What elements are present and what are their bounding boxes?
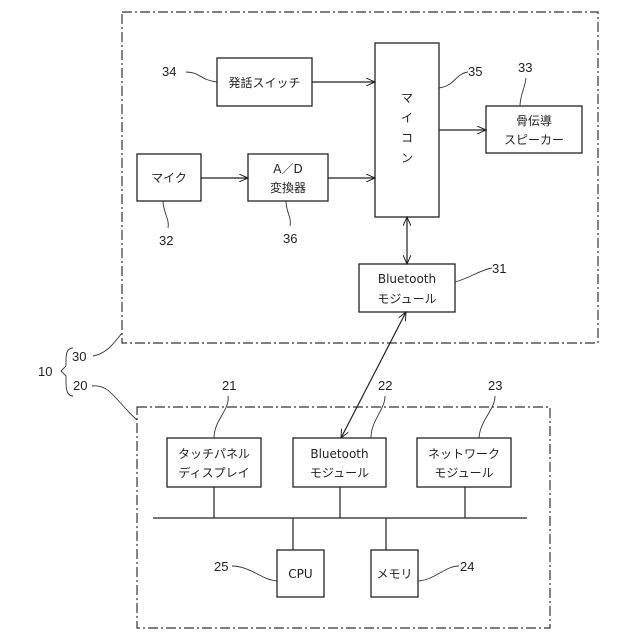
mcu-char: イ <box>401 111 413 125</box>
net-label-1: ネットワーク <box>428 447 500 461</box>
leader-lines <box>61 72 526 581</box>
bluetooth-module-22-block: Bluetooth モジュール <box>293 438 386 487</box>
speaker-label-1: 骨伝導 <box>516 114 552 128</box>
bt22-label-1: Bluetooth <box>310 447 368 461</box>
bt31-label-1: Bluetooth <box>378 272 436 286</box>
microcomputer-block: マ イ コ ン <box>375 43 439 217</box>
ad-converter-block: A／D 変換器 <box>248 154 328 201</box>
ref-33: 33 <box>518 60 532 75</box>
bluetooth-module-31-block: Bluetooth モジュール <box>359 264 455 312</box>
touch-label-2: ディスプレイ <box>178 465 249 480</box>
ref-24: 24 <box>460 559 474 574</box>
ref-36: 36 <box>283 231 297 246</box>
bt-link-arrow <box>341 312 406 438</box>
ref-31: 31 <box>492 261 506 276</box>
memory-label: メモリ <box>376 567 412 581</box>
talk-switch-label: 発話スイッチ <box>228 75 300 90</box>
mic-label: マイク <box>151 171 187 185</box>
ad-label-1: A／D <box>273 162 302 176</box>
touch-panel-block: タッチパネル ディスプレイ <box>167 438 261 487</box>
ref-35: 35 <box>468 64 482 79</box>
mic-block: マイク <box>137 154 201 201</box>
cpu-block: CPU <box>277 550 324 597</box>
ad-label-2: 変換器 <box>270 180 306 195</box>
mcu-char: ン <box>401 151 413 165</box>
ref-25: 25 <box>214 559 228 574</box>
bt22-label-2: モジュール <box>310 466 369 480</box>
bus-lines <box>153 487 527 550</box>
ref-32: 32 <box>159 233 173 248</box>
touch-label-1: タッチパネル <box>178 447 250 461</box>
bt31-label-2: モジュール <box>377 292 436 306</box>
ref-22: 22 <box>378 378 392 393</box>
ref-10: 10 <box>38 364 52 379</box>
network-module-block: ネットワーク モジュール <box>417 438 511 487</box>
bone-conduction-speaker-block: 骨伝導 スピーカー <box>486 106 582 153</box>
net-label-2: モジュール <box>434 466 493 480</box>
ref-20: 20 <box>73 378 87 393</box>
ref-23: 23 <box>488 378 502 393</box>
ref-34: 34 <box>162 64 176 79</box>
mcu-char: マ <box>401 91 413 105</box>
cpu-label: CPU <box>288 567 312 581</box>
speaker-label-2: スピーカー <box>504 133 564 147</box>
talk-switch-block: 発話スイッチ <box>217 58 312 106</box>
memory-block: メモリ <box>371 550 418 597</box>
ref-30: 30 <box>72 349 86 364</box>
ref-21: 21 <box>222 378 236 393</box>
mcu-char: コ <box>401 131 413 145</box>
